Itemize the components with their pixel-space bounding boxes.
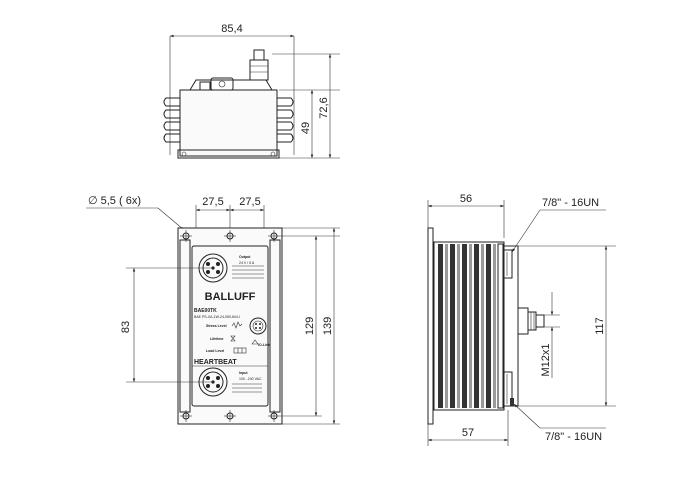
front-view: ∅ 5,5 ( 6x) 27,5 27,5 bbox=[86, 195, 340, 425]
side-height-dim: 117 bbox=[594, 317, 606, 335]
iolink-icon bbox=[251, 339, 259, 345]
lifetime-label: Lifetime bbox=[210, 337, 223, 341]
part-number: BAE PS-XA-1W-24-050-604-I bbox=[194, 315, 240, 319]
input-label: Input bbox=[239, 371, 248, 375]
stress-level-label: Stress Level bbox=[206, 324, 227, 328]
iolink-label: IO-Link bbox=[258, 343, 270, 347]
side-connector-bottom bbox=[503, 371, 513, 407]
top-body bbox=[179, 89, 278, 157]
stress-wave-icon bbox=[231, 321, 243, 329]
iolink-connector-icon bbox=[249, 317, 267, 335]
front-mounting-plate bbox=[177, 227, 283, 425]
hourglass-icon bbox=[230, 335, 236, 342]
top-total-height-dim: 72,6 bbox=[318, 97, 330, 118]
hole-diameter-label: ∅ 5,5 ( 6x) bbox=[88, 195, 141, 207]
output-label: Output bbox=[239, 255, 251, 259]
spacing-left-dim: 27,5 bbox=[202, 196, 223, 208]
side-width-bottom-dim: 57 bbox=[462, 427, 474, 439]
side-connector-top bbox=[503, 249, 513, 279]
model-name: BAE00TK bbox=[194, 308, 217, 314]
connector-bottom-thread-label: 7/8" - 16UN bbox=[545, 431, 602, 443]
connector-distance-dim: 83 bbox=[120, 321, 132, 333]
brand-logo: BALLUFF bbox=[205, 291, 256, 303]
side-view: 56 bbox=[427, 193, 616, 446]
outer-height-dim: 139 bbox=[322, 317, 334, 335]
inner-height-dim: 129 bbox=[304, 317, 316, 335]
top-m12-connector bbox=[249, 59, 269, 81]
side-m12-connector bbox=[517, 307, 545, 335]
spacing-right-dim: 27,5 bbox=[239, 196, 260, 208]
input-rating: 100...240 VAC bbox=[239, 377, 262, 381]
connector-top-thread-label: 7/8" - 16UN bbox=[542, 197, 599, 209]
output-rating: 24 V / 5 A bbox=[239, 261, 255, 265]
top-view: 85,4 49 72,6 bbox=[163, 23, 340, 159]
top-body-height-dim: 49 bbox=[300, 122, 312, 134]
m12-thread-label: M12x1 bbox=[540, 343, 552, 376]
heartbeat-logo: HEARTBEAT bbox=[194, 359, 237, 366]
side-width-top-dim: 56 bbox=[460, 193, 472, 205]
load-level-label: Load Level bbox=[206, 349, 224, 353]
top-width-dim: 85,4 bbox=[221, 23, 242, 35]
front-housing bbox=[191, 245, 269, 407]
mounting-holes bbox=[180, 230, 280, 422]
load-level-bar bbox=[233, 347, 247, 354]
